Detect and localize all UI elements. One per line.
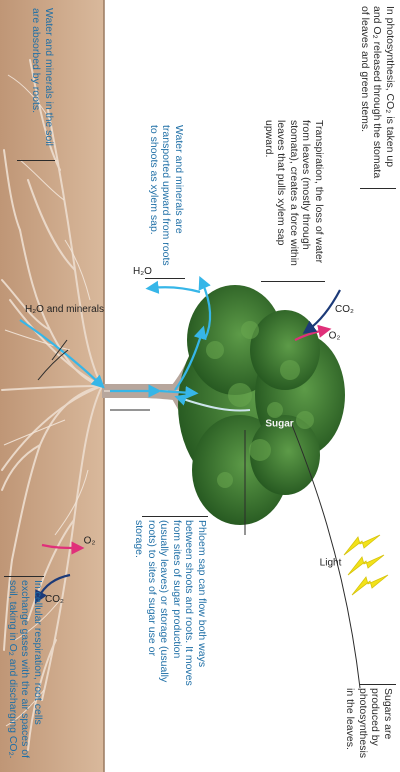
pointer-lines [37, 339, 361, 689]
caption-transpiration: Transpiration, the loss of water from le… [263, 120, 325, 266]
co2-leaf-label: CO₂ [335, 303, 354, 315]
o2-root-arrow [41, 541, 85, 555]
o2-root-label: O₂ [83, 535, 96, 547]
tree-crown [178, 285, 345, 525]
caption-xylem: Water and minerals are transported upwar… [148, 125, 185, 266]
xylem-flow-arrows [19, 275, 212, 400]
phloem-flow-arrow [174, 394, 251, 412]
co2-root-label: CO₂ [45, 593, 64, 605]
co2-leaf-arrow [302, 289, 341, 334]
o2-leaf-label: O₂ [328, 330, 341, 342]
h2o-leaf-label: H₂O [133, 265, 152, 277]
caption-phloem: Phloem sap can flow both ways between sh… [133, 520, 209, 686]
caption-absorption: Water and minerals in the soil are absor… [30, 8, 56, 146]
h2o-minerals-label: H₂O and minerals [25, 303, 104, 315]
light-bolts [343, 534, 389, 596]
caption-sugar-production: Sugars are produced by photosynthesis in… [344, 688, 395, 759]
root-system [1, 59, 103, 751]
caption-respiration: In cellular respiration, root cells exch… [7, 580, 44, 759]
caption-photosynthesis: In photosynthesis, CO₂ is taken up and O… [359, 6, 396, 179]
o2-leaf-arrow [294, 324, 332, 341]
soil [0, 0, 104, 772]
light-label: Light [319, 557, 342, 569]
sugar-label: Sugar [265, 418, 294, 430]
h2o-leaf-arrow [145, 280, 201, 294]
co2-root-arrow [34, 573, 71, 604]
